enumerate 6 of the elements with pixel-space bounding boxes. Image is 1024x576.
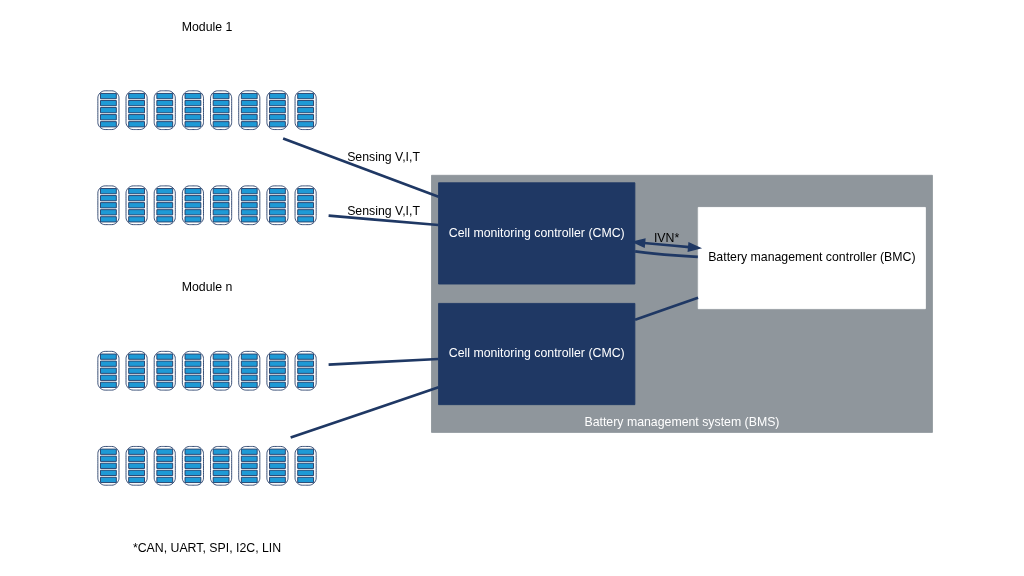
edge-label: IVN*: [653, 230, 679, 245]
edge-label: Sensing V,I,T: [346, 204, 420, 219]
label: Module 1: [181, 19, 232, 34]
label: Module n: [181, 280, 232, 295]
label: *CAN, UART, SPI, I2C, LIN: [132, 540, 281, 555]
edge-label: Sensing V,I,T: [346, 150, 420, 165]
